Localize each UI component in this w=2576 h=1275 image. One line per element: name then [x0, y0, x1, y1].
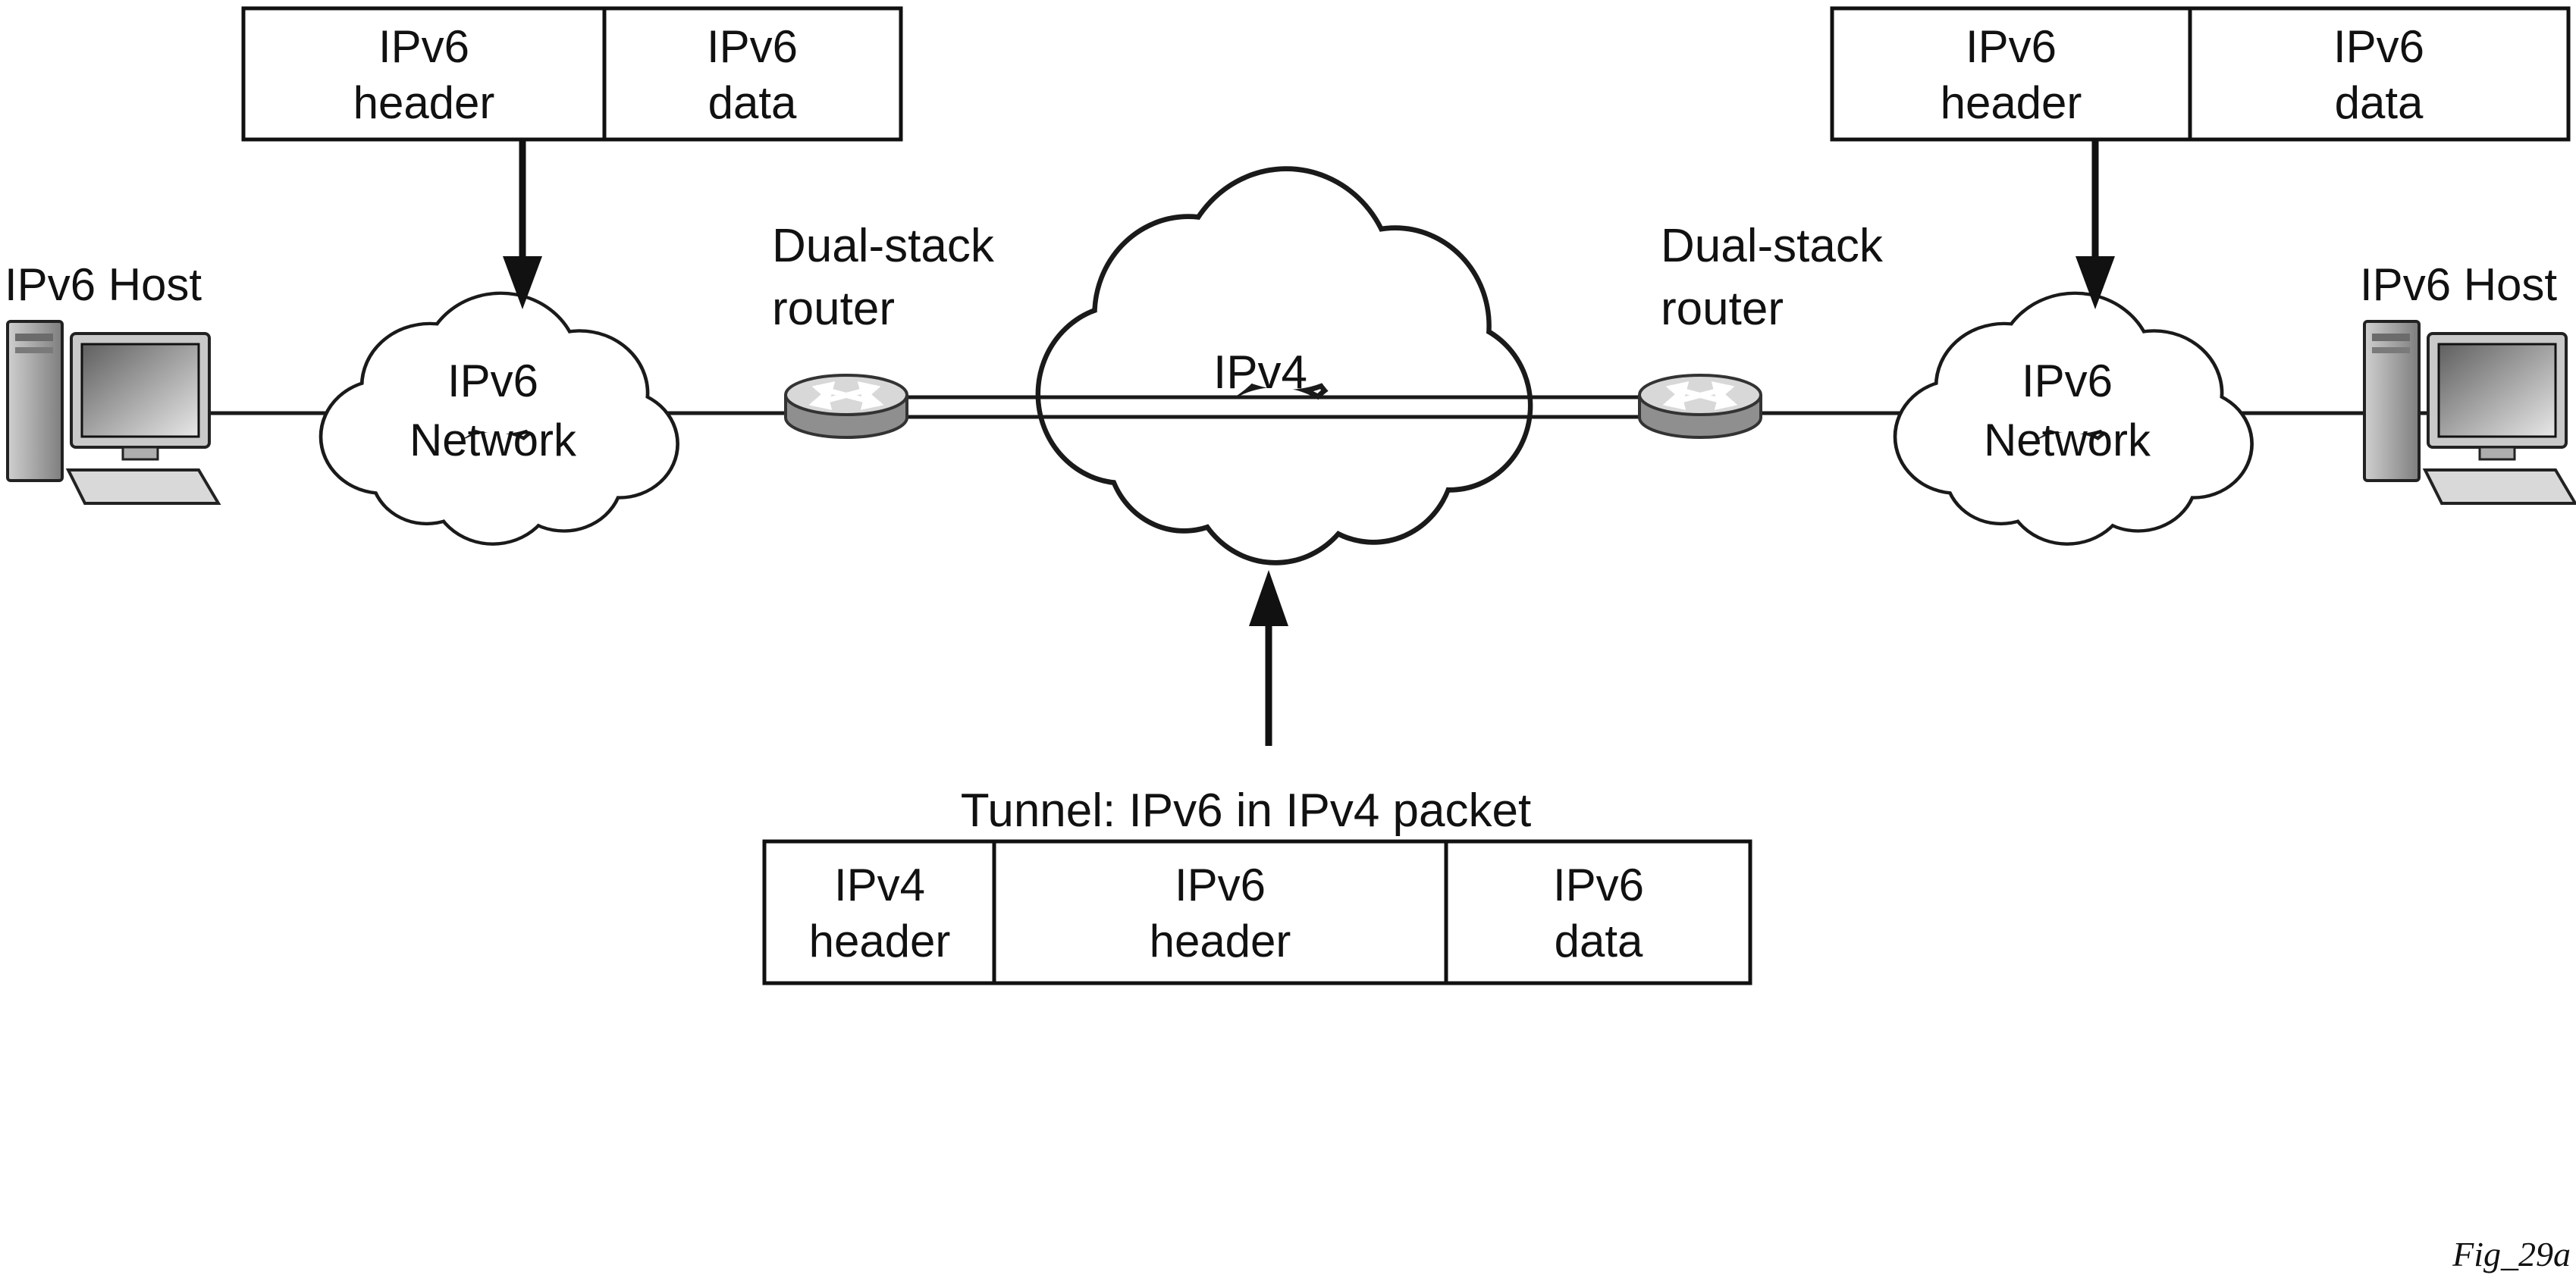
packet-cell-label: IPv6: [2333, 21, 2424, 72]
network-label-center: IPv4: [1213, 346, 1307, 399]
arrowhead-icon: [2076, 256, 2115, 309]
dual-stack-router-icon-left: [786, 375, 907, 437]
packet-cell-label: header: [1150, 916, 1291, 966]
tunnel-lines: [872, 395, 1668, 419]
packet-outline: [762, 839, 1752, 985]
network-label-right: IPv6: [2022, 356, 2113, 406]
arrow-packet-to-right-network: [2076, 141, 2115, 309]
host-label-left: IPv6 Host: [5, 259, 202, 310]
host-label-right: IPv6 Host: [2360, 259, 2557, 310]
packet-box-top-right: [1830, 6, 2571, 142]
packet-box-top-left: [241, 6, 903, 142]
packet-cell-label: data: [708, 77, 797, 128]
figure-label: Fig_29a: [2452, 1235, 2571, 1273]
network-label-right: Network: [1984, 415, 2151, 465]
packet-cell-label: data: [1555, 916, 1643, 966]
network-label-left: IPv6: [447, 356, 538, 406]
dual-stack-router-icon-right: [1639, 375, 1761, 437]
packet-outline: [1830, 6, 2571, 142]
packet-cell-label: header: [1941, 77, 2082, 128]
arrowhead-icon: [503, 256, 542, 309]
arrow-tunnel-to-ipv4-cloud: [1249, 570, 1288, 746]
packet-cell-label: IPv6: [1175, 860, 1266, 910]
packet-box-tunnel: [762, 839, 1752, 985]
packet-cell-label: header: [809, 916, 951, 966]
arrowhead-icon: [1249, 570, 1288, 626]
packet-cell-label: IPv6: [707, 21, 798, 72]
ipv6-host-icon-right: [2363, 320, 2576, 505]
packet-cell-label: IPv6: [378, 21, 469, 72]
packet-cell-label: IPv6: [1553, 860, 1644, 910]
router-label-right: Dual-stack: [1661, 220, 1884, 272]
packet-cell-label: header: [353, 77, 495, 128]
network-label-left: Network: [409, 415, 577, 465]
tunnel-title: Tunnel: IPv6 in IPv4 packet: [961, 785, 1531, 837]
router-label-left: Dual-stack: [772, 220, 995, 272]
arrow-packet-to-left-network: [503, 141, 542, 309]
packet-cell-label: IPv6: [1966, 21, 2057, 72]
packet-cell-label: IPv4: [834, 860, 925, 910]
packet-cell-label: data: [2335, 77, 2424, 128]
router-label-right: router: [1661, 283, 1784, 335]
router-label-left: router: [772, 283, 895, 335]
packet-outline: [241, 6, 903, 142]
ipv6-host-icon-left: [6, 320, 220, 505]
